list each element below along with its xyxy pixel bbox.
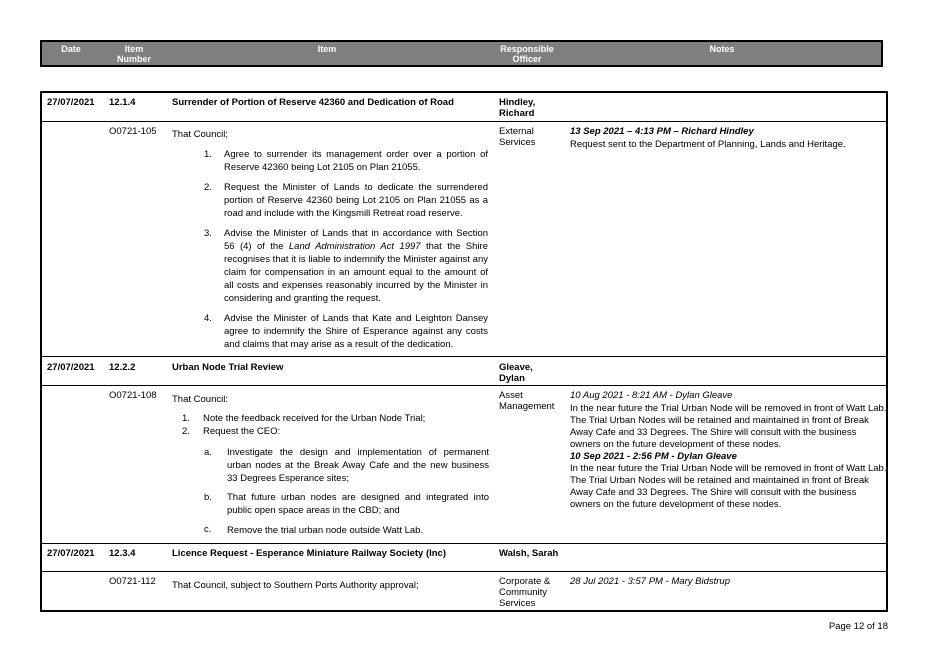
- item-title: Surrender of Portion of Reserve 42360 an…: [172, 97, 454, 108]
- act-title: Land Administration Act 1997: [288, 241, 421, 252]
- item-number: 12.3.4: [109, 548, 136, 559]
- note-body: Request sent to the Department of Planni…: [570, 139, 846, 150]
- responsible-officer: Walsh, Sarah: [499, 548, 559, 559]
- note-heading: 13 Sep 2021 – 4:13 PM – Richard Hindley: [570, 126, 754, 137]
- point-number: 2.: [182, 426, 190, 437]
- note-heading: 10 Sep 2021 - 2:56 PM - Dylan Gleave: [570, 451, 737, 462]
- subpoint-letter: c.: [204, 524, 212, 535]
- subpoint-text: Investigate the design and implementatio…: [227, 447, 489, 484]
- header-date: Date: [61, 44, 81, 54]
- note-body: In the near future the Trial Urban Node …: [570, 463, 887, 510]
- item-title: Urban Node Trial Review: [172, 362, 284, 373]
- table-header: Date Item Number Item Responsible Office…: [40, 40, 883, 67]
- point-text: Advise the Minister of Lands that Kate a…: [224, 313, 488, 350]
- point-text: Request the CEO:: [203, 426, 281, 437]
- department: Corporate & Community Services: [499, 576, 551, 609]
- department: Asset Management: [499, 390, 555, 412]
- subpoint-text: Remove the trial urban node outside Watt…: [227, 525, 424, 536]
- subpoint-letter: a.: [204, 447, 212, 458]
- row-divider: [42, 385, 886, 386]
- subpoint-text: That future urban nodes are designed and…: [227, 492, 489, 516]
- responsible-officer: Hindley, Richard: [499, 97, 536, 119]
- header-item-number: Item Number: [116, 44, 151, 64]
- point-text-part: that the Shire recognises that it is lia…: [224, 241, 488, 304]
- item-date: 27/07/2021: [47, 97, 95, 108]
- department: External Services: [499, 126, 536, 148]
- row-divider: [42, 571, 886, 572]
- point-number: 4.: [204, 313, 212, 324]
- resolution-intro: That Council:: [172, 394, 228, 405]
- point-text: Request the Minister of Lands to dedicat…: [224, 182, 488, 219]
- header-responsible-officer: Responsible Officer: [500, 44, 554, 64]
- resolution-number: O0721-108: [109, 390, 157, 401]
- item-number: 12.2.2: [109, 362, 136, 373]
- resolution-intro: That Council;: [172, 129, 228, 140]
- point-text: Note the feedback received for the Urban…: [203, 413, 426, 424]
- item-title: Licence Request - Esperance Miniature Ra…: [172, 548, 447, 559]
- point-text-part: Advise the Minister of Lands that in acc…: [224, 228, 488, 252]
- point-number: 1.: [204, 149, 212, 160]
- header-item: Item: [317, 44, 337, 54]
- point-number: 1.: [182, 413, 190, 424]
- header-notes: Notes: [709, 44, 735, 54]
- page-number: Page 12 of 18: [828, 621, 888, 632]
- point-text: Advise the Minister of Lands that in acc…: [224, 227, 488, 305]
- row-divider: [42, 356, 886, 357]
- resolution-number: O0721-105: [109, 126, 157, 137]
- item-number: 12.1.4: [109, 97, 136, 108]
- actions-table: 27/07/2021 12.1.4 Surrender of Portion o…: [40, 91, 888, 612]
- point-text: Agree to surrender its management order …: [224, 149, 488, 173]
- responsible-officer: Gleave, Dylan: [499, 362, 533, 384]
- item-date: 27/07/2021: [47, 362, 95, 373]
- point-number: 2.: [204, 182, 212, 193]
- note-heading: 28 Jul 2021 - 3:57 PM - Mary Bidstrup: [570, 576, 730, 587]
- resolution-number: O0721-112: [109, 576, 156, 587]
- item-date: 27/07/2021: [47, 548, 95, 559]
- row-divider: [42, 543, 886, 544]
- note-body: In the near future the Trial Urban Node …: [570, 403, 887, 450]
- note-heading: 10 Aug 2021 - 8:21 AM - Dylan Gleave: [570, 390, 733, 401]
- row-divider: [42, 121, 886, 122]
- resolution-intro: That Council, subject to Southern Ports …: [172, 580, 419, 591]
- subpoint-letter: b.: [204, 492, 212, 503]
- point-number: 3.: [204, 228, 212, 239]
